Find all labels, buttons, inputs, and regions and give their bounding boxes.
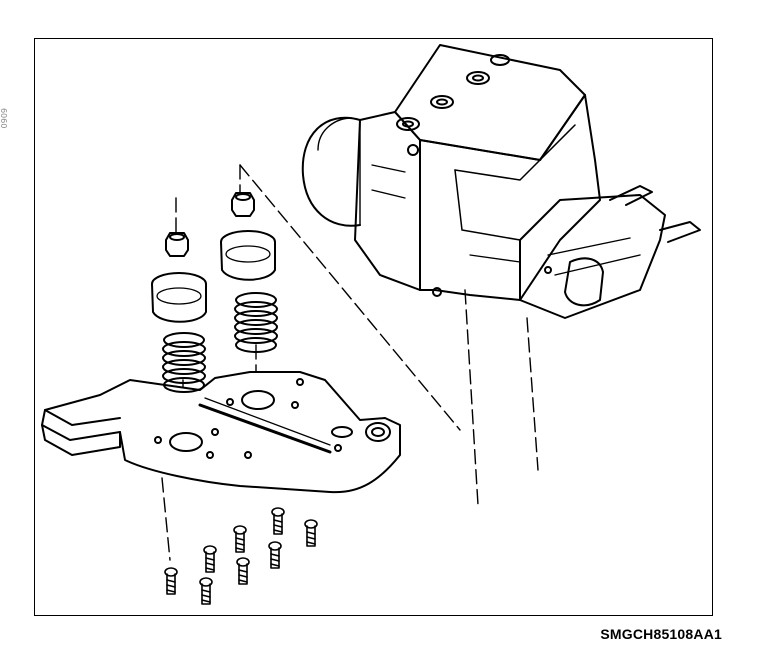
figure-frame (34, 38, 713, 616)
plate-outline (41, 371, 401, 494)
plate-hole (154, 436, 162, 444)
connector-latch (564, 257, 604, 307)
screw (203, 545, 217, 573)
connector-tab-top (609, 185, 653, 206)
modulator-unit (301, 44, 701, 319)
guide-line-unit-right (526, 317, 539, 471)
guide-line-plate-to-unit (239, 164, 461, 431)
plate-bore-right (241, 390, 275, 410)
module-lower-edge (469, 254, 521, 263)
hydraulic-block-front (354, 111, 421, 291)
mounting-screws (164, 507, 318, 605)
screw (304, 519, 318, 547)
plate-slot (198, 403, 332, 454)
port-inner-2 (436, 98, 448, 106)
brake-port-4 (490, 54, 510, 66)
plate-hole (296, 378, 304, 386)
plate-hole (244, 451, 252, 459)
screw (199, 577, 213, 605)
plate-hole (226, 398, 234, 406)
plate-hole (206, 451, 214, 459)
right-spring (234, 292, 278, 353)
motor-housing (301, 116, 361, 227)
right-cap-body (220, 241, 276, 281)
left-nut-top (169, 233, 185, 241)
guide-line-screws (161, 477, 171, 561)
plate-hole (334, 444, 342, 452)
left-cap-rim (156, 287, 202, 305)
right-nut-top (235, 193, 251, 201)
left-spring (162, 332, 206, 393)
plate-bore-left (169, 432, 203, 452)
brake-port-1 (396, 117, 420, 131)
screw (236, 557, 250, 585)
plate-slot-edge (204, 397, 331, 446)
motor-highlight (317, 117, 353, 151)
screw (164, 567, 178, 595)
plate-mounting-boss (365, 422, 391, 442)
brake-port-3 (466, 71, 490, 85)
electrical-connector (519, 194, 666, 319)
right-valve-stack (220, 192, 278, 353)
module-screw (432, 287, 442, 297)
assembly-guide-lines (161, 164, 539, 561)
valve-plate (41, 371, 401, 494)
block-edge-lines (371, 164, 406, 199)
connector-tab-side (659, 221, 701, 243)
control-module-housing (419, 94, 601, 301)
screw (233, 525, 247, 553)
screw (271, 507, 285, 535)
module-panel (454, 169, 521, 241)
port-inner-3 (472, 74, 484, 82)
plate-oval-slot (331, 426, 353, 438)
guide-line-unit-left (464, 289, 479, 506)
left-valve-stack (151, 232, 207, 393)
figure-code-label: SMGCH85108AA1 (600, 626, 722, 642)
right-cap-rim (225, 245, 271, 263)
module-ridge (454, 124, 576, 181)
connector-pin (544, 266, 552, 274)
connector-ribs (547, 237, 641, 276)
left-cap-body (151, 283, 207, 323)
plate-bracket-edge (44, 409, 121, 426)
brake-port-2 (430, 95, 454, 109)
boss-inner (371, 427, 385, 437)
plate-hole (291, 401, 299, 409)
plate-hole (211, 428, 219, 436)
screw (268, 541, 282, 569)
block-bolt (407, 144, 419, 156)
plate-bracket-side (41, 424, 121, 456)
